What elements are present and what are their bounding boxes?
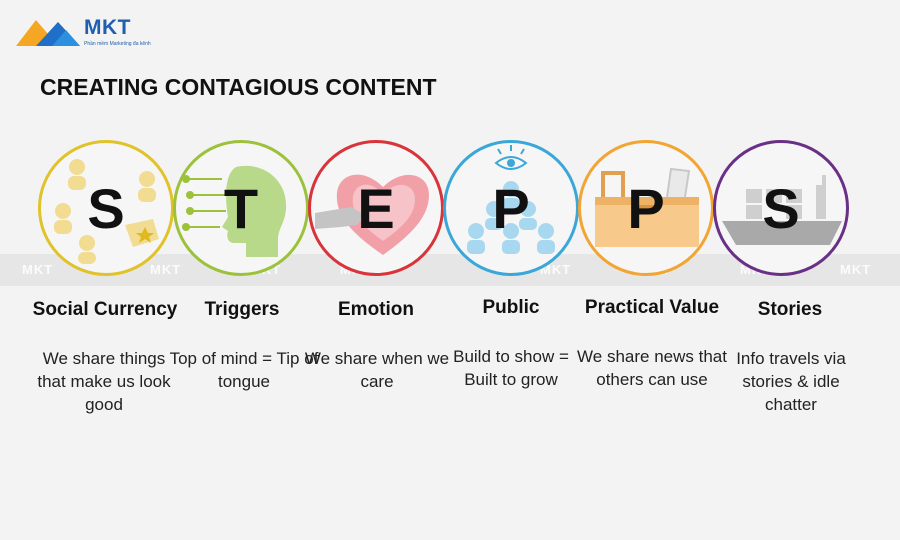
step-circle-triggers: T: [173, 140, 309, 276]
page-title: CREATING CONTAGIOUS CONTENT: [40, 74, 437, 100]
step-description: Build to show = Built to grow: [453, 347, 569, 389]
people-tag-icon: [54, 159, 159, 264]
step-description: We share things that make us look good: [37, 349, 171, 414]
step-circle-public: P: [443, 140, 579, 276]
step-circle-social-currency: S: [38, 140, 174, 276]
step-label: Stories: [757, 299, 823, 320]
step-label: Public: [482, 297, 540, 318]
ship-icon: [722, 175, 842, 245]
head-circuit-icon: [182, 165, 287, 257]
step-letter: P: [492, 176, 530, 240]
watermark: MKT: [22, 262, 54, 277]
toolbox-icon: [595, 167, 699, 247]
brand-tagline: Phần mềm Marketing đa kênh: [84, 41, 151, 47]
step-label: Practical Value: [584, 297, 720, 318]
step-letter: E: [357, 176, 395, 240]
step-description: Top of mind = Tip of tongue: [169, 349, 319, 391]
eye-crowd-icon: [467, 145, 555, 254]
step-circle-practical-value: P: [578, 140, 714, 276]
step-label: Emotion: [338, 299, 414, 320]
step-label: Triggers: [204, 299, 280, 320]
step-label: Social Currency: [32, 299, 178, 320]
step-description: We share news that others can use: [577, 347, 727, 389]
watermark: MKT: [540, 262, 572, 277]
step-letter: T: [223, 176, 259, 240]
step-letter: S: [762, 176, 800, 240]
mountain-logo-icon: [16, 20, 80, 46]
heart-hand-icon: [315, 174, 429, 255]
step-description: Info travels via stories & idle chatter: [736, 349, 846, 414]
step-circle-emotion: E: [308, 140, 444, 276]
step-circle-stories: S: [713, 140, 849, 276]
step-letter: P: [627, 176, 665, 240]
watermark: MKT: [150, 262, 182, 277]
step-description: We share when we care: [304, 349, 450, 391]
brand-name: MKT: [84, 16, 131, 39]
step-letter: S: [87, 176, 125, 240]
watermark: MKT: [840, 262, 872, 277]
